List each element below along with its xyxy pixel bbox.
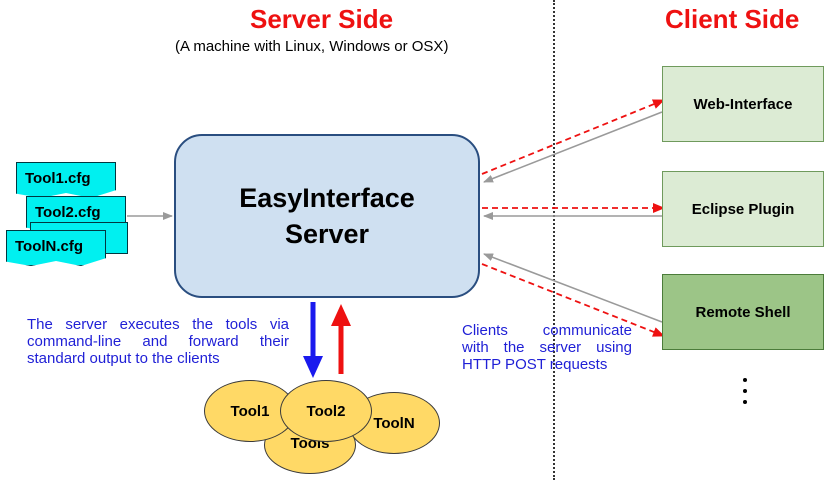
client-note-line-2: with the server using	[462, 339, 632, 356]
web-interface-response-arrow	[481, 99, 665, 175]
client-web-interface-label: Web-Interface	[693, 95, 793, 113]
tool-2: Tool2	[280, 380, 372, 442]
client-eclipse-plugin-label: Eclipse Plugin	[691, 200, 795, 218]
server-side-subtitle: (A machine with Linux, Windows or OSX)	[175, 38, 449, 55]
side-divider	[553, 0, 555, 480]
config-file-1: Tool1.cfg	[16, 162, 116, 198]
client-eclipse-plugin: Eclipse Plugin	[662, 171, 824, 247]
tools-to-server-arrowhead	[331, 304, 351, 326]
remote-shell-request-arrow	[483, 253, 663, 323]
client-communication-note: Clients communicate with the server usin…	[462, 322, 632, 373]
tool-2-label: Tool2	[306, 402, 346, 420]
web-interface-request-arrow	[483, 111, 663, 183]
server-side-heading: Server Side	[250, 4, 394, 34]
tool-n-label: ToolN	[373, 414, 415, 432]
client-note-line-3: HTTP POST requests	[462, 356, 608, 373]
tool-1-label: Tool1	[230, 402, 270, 420]
remote-shell-response-arrow	[481, 263, 665, 337]
client-side-heading: Client Side	[665, 4, 800, 34]
client-remote-shell: Remote Shell	[662, 274, 824, 350]
server-execution-note: The server executes the tools via comman…	[27, 316, 289, 367]
client-note-line-1: Clients communicate	[462, 322, 632, 339]
client-web-interface: Web-Interface	[662, 66, 824, 142]
easyinterface-server: EasyInterface Server	[174, 134, 480, 298]
server-note-line-2: command-line and forward their	[27, 333, 289, 350]
client-remote-shell-label: Remote Shell	[695, 303, 791, 321]
server-note-line-3: standard output to the clients	[27, 350, 220, 367]
more-clients-ellipsis	[740, 378, 750, 411]
server-note-line-1: The server executes the tools via	[27, 316, 289, 333]
config-file-n: ToolN.cfg	[6, 230, 106, 266]
server-to-tools-arrowhead	[303, 356, 323, 378]
server-title-line2: Server	[284, 219, 370, 249]
server-title-line1: EasyInterface	[239, 183, 415, 213]
